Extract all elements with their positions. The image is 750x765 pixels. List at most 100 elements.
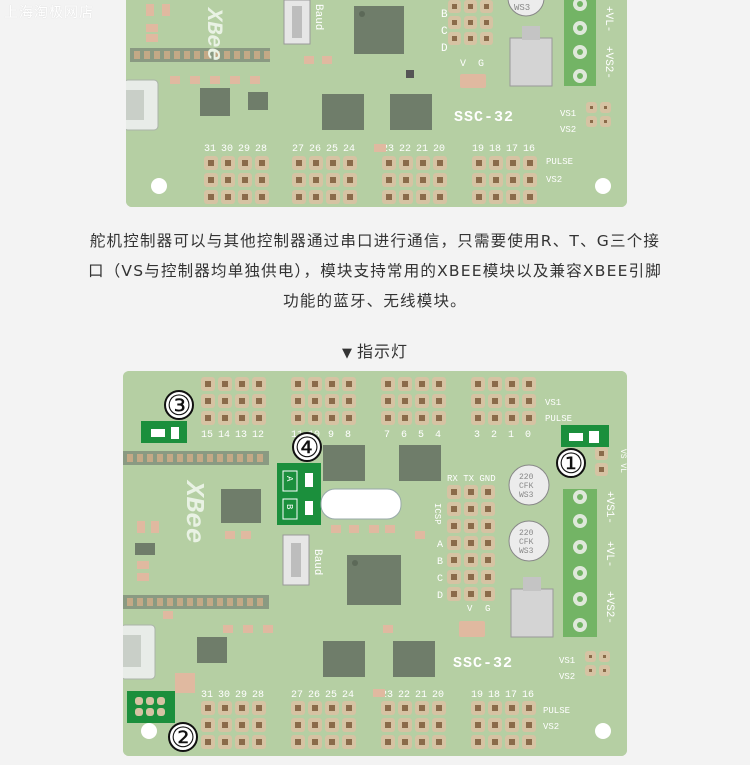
header-pin-hole — [329, 381, 335, 387]
header-pin-hole — [296, 160, 302, 166]
header-pin-hole — [329, 398, 335, 404]
header-pin-hole — [436, 705, 442, 711]
header-pin-hole — [239, 398, 245, 404]
terminal-label-vs1: +VS1- — [603, 491, 615, 524]
header-pin-hole — [475, 381, 481, 387]
header-pin-hole — [492, 381, 498, 387]
strip-pin — [237, 598, 243, 606]
caption-line: 功能的蓝牙、无线模块。 — [283, 292, 467, 310]
regulator-chip — [221, 489, 261, 523]
header-pin-hole — [313, 177, 319, 183]
channel-number: 27 — [292, 144, 304, 155]
header-pin-hole — [452, 20, 457, 25]
header-pin-hole — [451, 557, 457, 563]
marker-circle-3 — [164, 390, 194, 420]
channel-number: 25 — [326, 144, 338, 155]
channel-number: 4 — [435, 430, 441, 441]
channel-number: 30 — [218, 690, 230, 701]
driver-chip-1 — [323, 445, 365, 481]
header-pin-hole — [590, 106, 593, 109]
smd-part — [190, 76, 200, 84]
tantalum-cap — [175, 673, 195, 693]
strip-pin — [147, 598, 153, 606]
marker-circle-2 — [168, 722, 198, 752]
header-pin-hole — [385, 415, 391, 421]
header-pin-hole — [313, 194, 319, 200]
smd-part — [374, 144, 386, 152]
usb-port — [126, 90, 144, 120]
terminal-screws — [573, 490, 587, 632]
pcb-diagram-top: XBee Baud B C D V G WS3 — [126, 0, 627, 207]
led-marker-1 — [561, 425, 609, 447]
led-3-body — [151, 429, 165, 437]
header-pin-hole — [239, 739, 245, 745]
header-pin-hole — [603, 669, 606, 672]
header-pin-hole — [484, 36, 489, 41]
header-pin-hole — [493, 177, 499, 183]
svg-text:CFK: CFK — [519, 538, 534, 547]
channel-number: 14 — [218, 430, 230, 441]
channel-number: 17 — [505, 690, 517, 701]
header-pin-hole — [526, 398, 532, 404]
small-ic-lower — [197, 637, 227, 663]
channel-number: 11 — [291, 430, 303, 441]
header-pin-hole — [419, 722, 425, 728]
pulse-vs2-label: VS2 — [546, 175, 562, 185]
terminal-label-vl: +VL- — [602, 6, 614, 32]
header-pin-hole — [329, 739, 335, 745]
strip-pin — [257, 598, 263, 606]
strip-pin — [134, 51, 140, 59]
header-pin-hole — [604, 106, 607, 109]
header-pin-hole — [419, 739, 425, 745]
header-pin-hole — [509, 705, 515, 711]
header-pin-hole — [420, 177, 426, 183]
header-pin-hole — [208, 160, 214, 166]
channel-number: 28 — [252, 690, 264, 701]
header-pin-hole — [485, 506, 491, 512]
strip-pin — [137, 454, 143, 462]
header-pin-hole — [436, 722, 442, 728]
smd-part — [170, 76, 180, 84]
icsp-pins — [447, 485, 495, 601]
header-pin-hole — [419, 705, 425, 711]
header-pin-hole — [346, 398, 352, 404]
channel-number: 31 — [201, 690, 213, 701]
channel-number: 24 — [343, 144, 355, 155]
watermark: 上海淘极网店 — [4, 5, 94, 21]
header-pin-hole — [259, 160, 265, 166]
bottom-vs2-label: VS2 — [559, 672, 575, 682]
header-pin-hole — [420, 194, 426, 200]
header-pin-hole — [205, 739, 211, 745]
header-pin-hole — [509, 415, 515, 421]
pcb-diagram-bottom: 1514131211109876543210 VS1 PULSE ③ ① VS … — [123, 371, 627, 756]
channel-number: 27 — [291, 690, 303, 701]
channel-number: 0 — [525, 430, 531, 441]
smd-part — [415, 531, 425, 539]
header-pin-hole — [485, 591, 491, 597]
header-pin-hole — [295, 398, 301, 404]
header-pin-hole — [385, 381, 391, 387]
strip-pin — [157, 454, 163, 462]
header-pin-hole — [589, 669, 592, 672]
smd-part — [146, 24, 158, 32]
channel-number: 19 — [472, 144, 484, 155]
header-pin-hole — [205, 705, 211, 711]
header-pin-hole — [346, 722, 352, 728]
channel-number: 8 — [345, 430, 351, 441]
channel-number: 15 — [201, 430, 213, 441]
channel-pin-groups-top — [201, 377, 536, 425]
header-pin-hole — [484, 20, 489, 25]
channel-number: 16 — [523, 144, 535, 155]
header-pin-hole — [256, 398, 262, 404]
section-heading-text: 指示灯 — [356, 342, 408, 361]
header-pin-hole — [527, 160, 533, 166]
header-pin-hole — [436, 381, 442, 387]
model-label: SSC-32 — [453, 655, 513, 672]
header-pin-hole — [312, 722, 318, 728]
header-pin-hole — [468, 574, 474, 580]
header-pin-hole — [468, 36, 473, 41]
svg-text:V: V — [460, 59, 466, 70]
header-pin-hole — [437, 160, 443, 166]
smd-part — [210, 76, 220, 84]
smd-part — [223, 625, 233, 633]
